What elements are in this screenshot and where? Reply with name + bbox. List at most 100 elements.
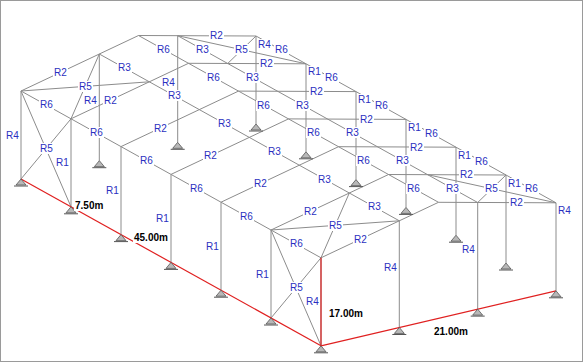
member-label: R3: [117, 62, 132, 73]
pin-support: [394, 327, 404, 333]
support-base: [164, 269, 178, 270]
member-label: R2: [103, 95, 118, 106]
rafter: [271, 175, 389, 231]
gable-column: [477, 203, 478, 310]
member-label: R6: [256, 100, 271, 111]
pin-support: [116, 235, 126, 241]
roof-brace: [228, 36, 256, 64]
column: [556, 203, 557, 291]
member-label: R2: [359, 114, 374, 125]
dimension-line: [321, 291, 556, 346]
pin-support: [401, 207, 411, 213]
rafter: [289, 118, 407, 120]
rafter: [339, 146, 457, 148]
support-base: [392, 334, 406, 335]
member-label: R6: [274, 44, 289, 55]
member-label: R5: [78, 81, 93, 92]
wall-brace: [21, 119, 71, 179]
wall-brace: [271, 230, 321, 346]
pin-support: [251, 124, 261, 130]
purlin: [178, 36, 478, 203]
column: [121, 147, 122, 235]
member-label: R5: [289, 282, 304, 293]
pin-support: [266, 318, 276, 324]
rafter: [439, 202, 557, 204]
dimension-label: 45.00m: [133, 232, 169, 243]
dimension-label: 21.00m: [433, 326, 469, 337]
member-label: R4: [461, 244, 476, 255]
member-label: R2: [303, 206, 318, 217]
support-base: [264, 325, 278, 326]
dimension-line: [320, 258, 321, 346]
member-label: R3: [245, 72, 260, 83]
member-label: R3: [345, 127, 360, 138]
member-label: R2: [253, 178, 268, 189]
member-label: R1: [255, 269, 270, 280]
member-label: R2: [153, 123, 168, 134]
member-label: R3: [267, 146, 282, 157]
member-label: R2: [459, 169, 474, 180]
pin-support: [16, 179, 26, 185]
pin-support: [451, 235, 461, 241]
purlin: [21, 91, 321, 258]
support-base: [214, 297, 228, 298]
gable-column: [399, 221, 400, 328]
rafter: [389, 174, 507, 176]
rafter: [171, 119, 289, 174]
member-label: R2: [409, 142, 424, 153]
member-label: R6: [189, 183, 204, 194]
member-label: R4: [305, 296, 320, 307]
member-label: R2: [203, 150, 218, 161]
member-label: R3: [217, 118, 232, 129]
member-label: R6: [524, 183, 539, 194]
member-label: R4: [557, 205, 572, 216]
member-label: R6: [356, 155, 371, 166]
member-label: R3: [167, 90, 182, 101]
pin-support: [216, 290, 226, 296]
member-label: R1: [507, 178, 522, 189]
member-label: R3: [395, 155, 410, 166]
member-label: R3: [445, 183, 460, 194]
support-base: [64, 213, 78, 214]
support-base: [171, 149, 185, 150]
support-base: [299, 158, 313, 159]
dimension-label: 17.00m: [328, 308, 364, 319]
purlin: [139, 36, 439, 203]
member-label: R3: [317, 174, 332, 185]
wall-brace: [271, 258, 321, 318]
roof-brace: [321, 193, 349, 258]
pin-support: [351, 180, 361, 186]
member-label: R3: [195, 44, 210, 55]
member-label: R6: [239, 211, 254, 222]
member-label: R6: [156, 44, 171, 55]
member-label: R6: [474, 156, 489, 167]
member-label: R6: [206, 72, 221, 83]
roof-brace: [428, 175, 556, 203]
member-label: R5: [328, 220, 343, 231]
column: [21, 91, 22, 179]
member-label: R6: [424, 128, 439, 139]
purlin: [256, 36, 556, 203]
member-label: R3: [295, 100, 310, 111]
member-label: R1: [357, 94, 372, 105]
member-label: R1: [407, 122, 422, 133]
member-label: R1: [307, 66, 322, 77]
support-base: [471, 316, 485, 317]
pin-support: [173, 142, 183, 148]
member-label: R5: [484, 183, 499, 194]
member-label: R3: [367, 201, 382, 212]
member-label: R6: [306, 127, 321, 138]
member-label: R6: [39, 99, 54, 110]
support-base: [14, 186, 28, 187]
support-base: [314, 352, 328, 353]
support-base: [549, 297, 563, 298]
member-label: R4: [161, 77, 176, 88]
member-label: R2: [309, 86, 324, 97]
rafter: [239, 91, 357, 93]
member-label: R2: [509, 197, 524, 208]
pin-support: [166, 262, 176, 268]
member-label: R4: [5, 130, 20, 141]
rafter: [189, 63, 307, 65]
